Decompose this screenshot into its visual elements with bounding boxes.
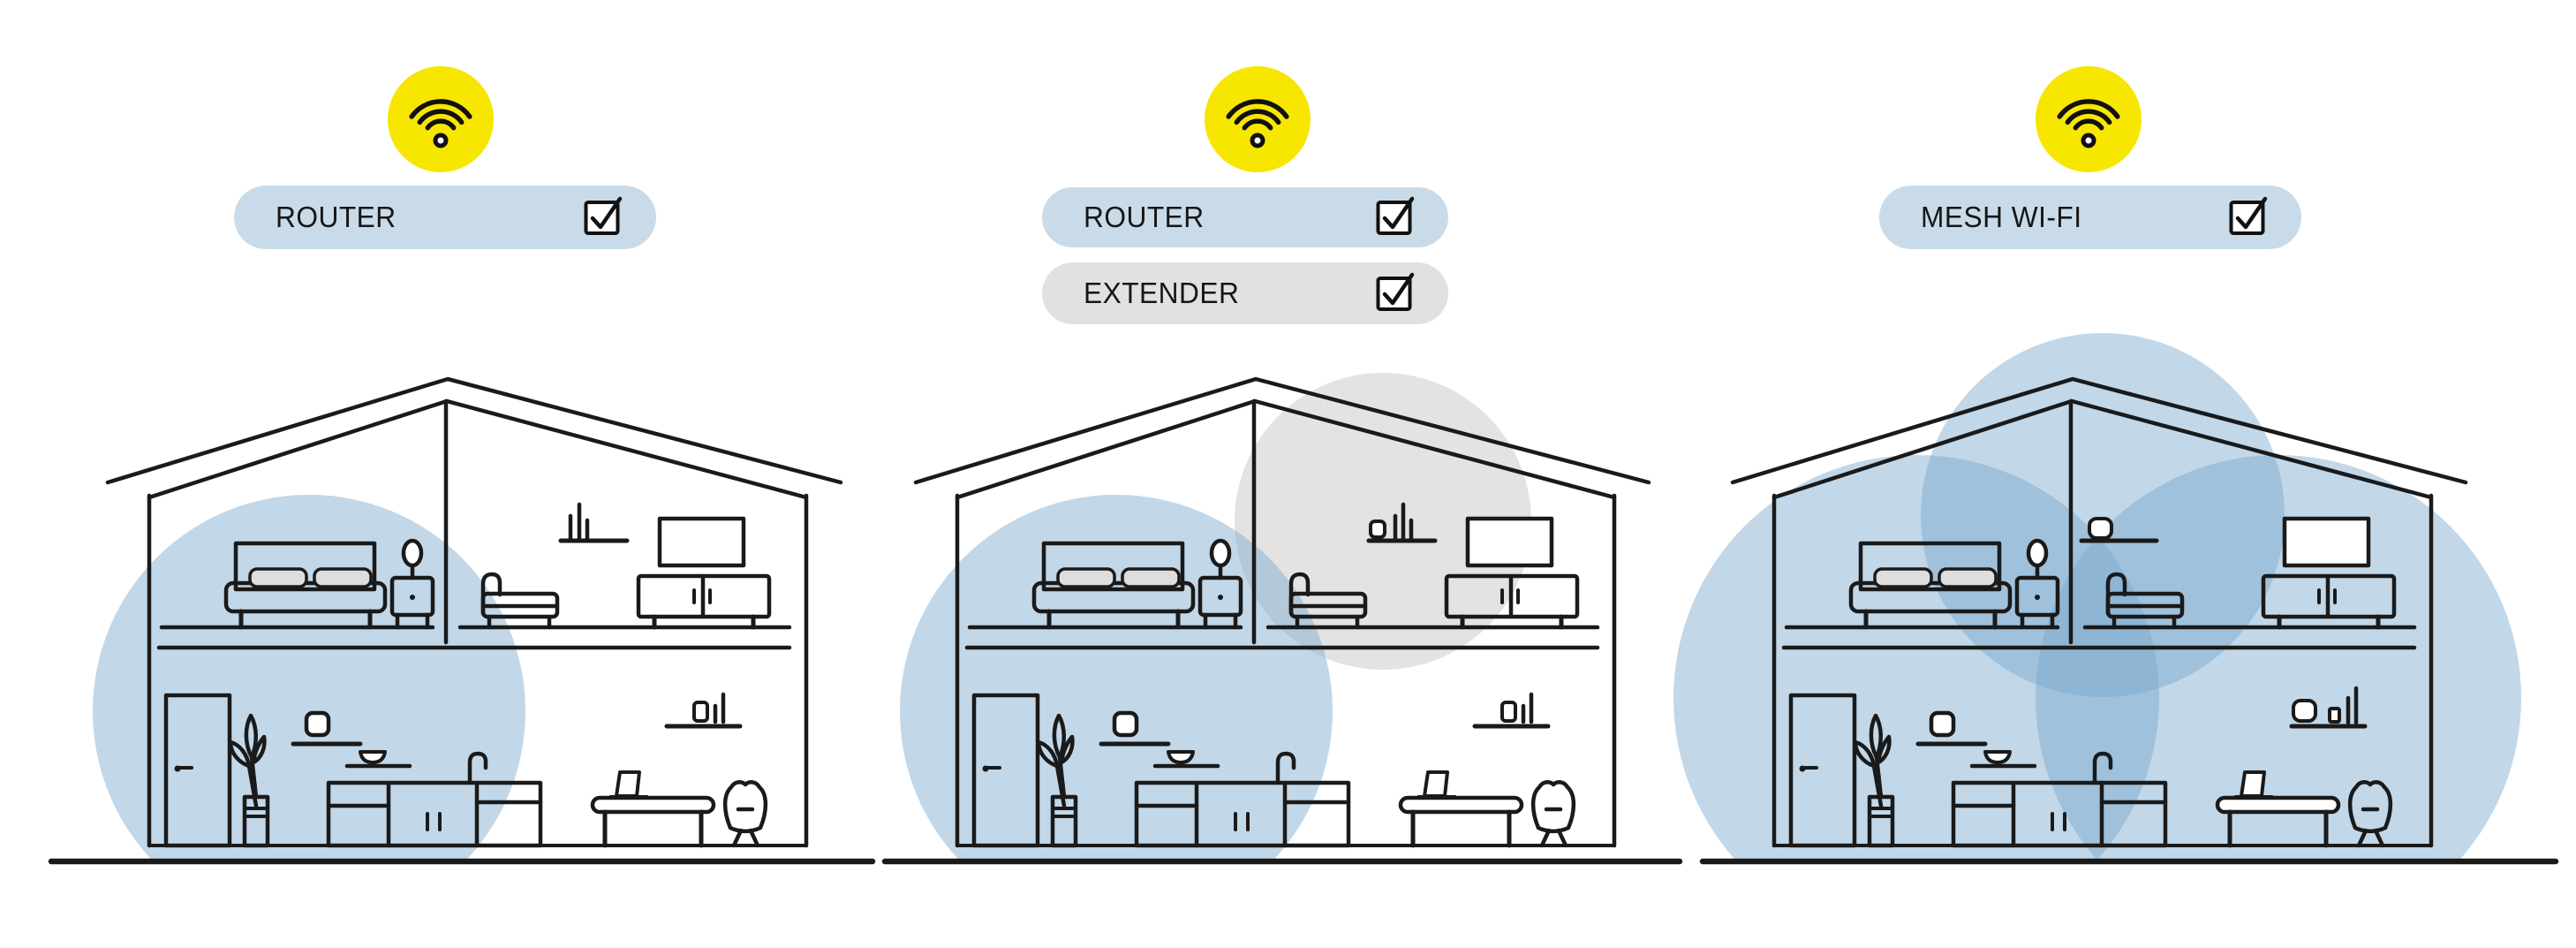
mesh-node-shelf-house3 [2079, 517, 2159, 543]
option-pill-router-house1[interactable]: ROUTER [234, 186, 656, 249]
antenna-shelf-house1 [558, 502, 630, 543]
coverage-mesh-area-right [2036, 455, 2521, 860]
wifi-icon [1226, 99, 1289, 148]
extender-shelf-house2 [1366, 502, 1438, 543]
wifi-badge-house2 [1205, 66, 1311, 172]
coverage-router-area-house1 [93, 495, 525, 860]
option-label: MESH WI-FI [1921, 201, 2082, 233]
option-pill-router-house2[interactable]: ROUTER [1042, 187, 1448, 247]
option-pill-extender-house2[interactable]: EXTENDER [1042, 262, 1448, 324]
option-label: ROUTER [1084, 201, 1205, 233]
checkbox-checked-icon[interactable] [2229, 194, 2268, 235]
checkbox-checked-icon[interactable] [584, 194, 623, 235]
option-label: ROUTER [276, 201, 397, 233]
option-label: EXTENDER [1084, 277, 1240, 309]
wifi-badge-house3 [2036, 66, 2142, 172]
checkbox-checked-icon[interactable] [1376, 194, 1415, 235]
coverage-router-area-house2 [900, 495, 1333, 860]
wifi-icon [409, 99, 472, 148]
signal-device-house2 [1500, 692, 1534, 724]
checkbox-checked-icon[interactable] [1376, 270, 1415, 311]
wifi-badge-house1 [388, 66, 494, 172]
wifi-icon [2057, 99, 2120, 148]
option-pill-mesh-house3[interactable]: MESH WI-FI [1879, 186, 2301, 249]
mesh-node-signal-house3 [2292, 686, 2359, 725]
signal-device-house1 [692, 692, 726, 724]
